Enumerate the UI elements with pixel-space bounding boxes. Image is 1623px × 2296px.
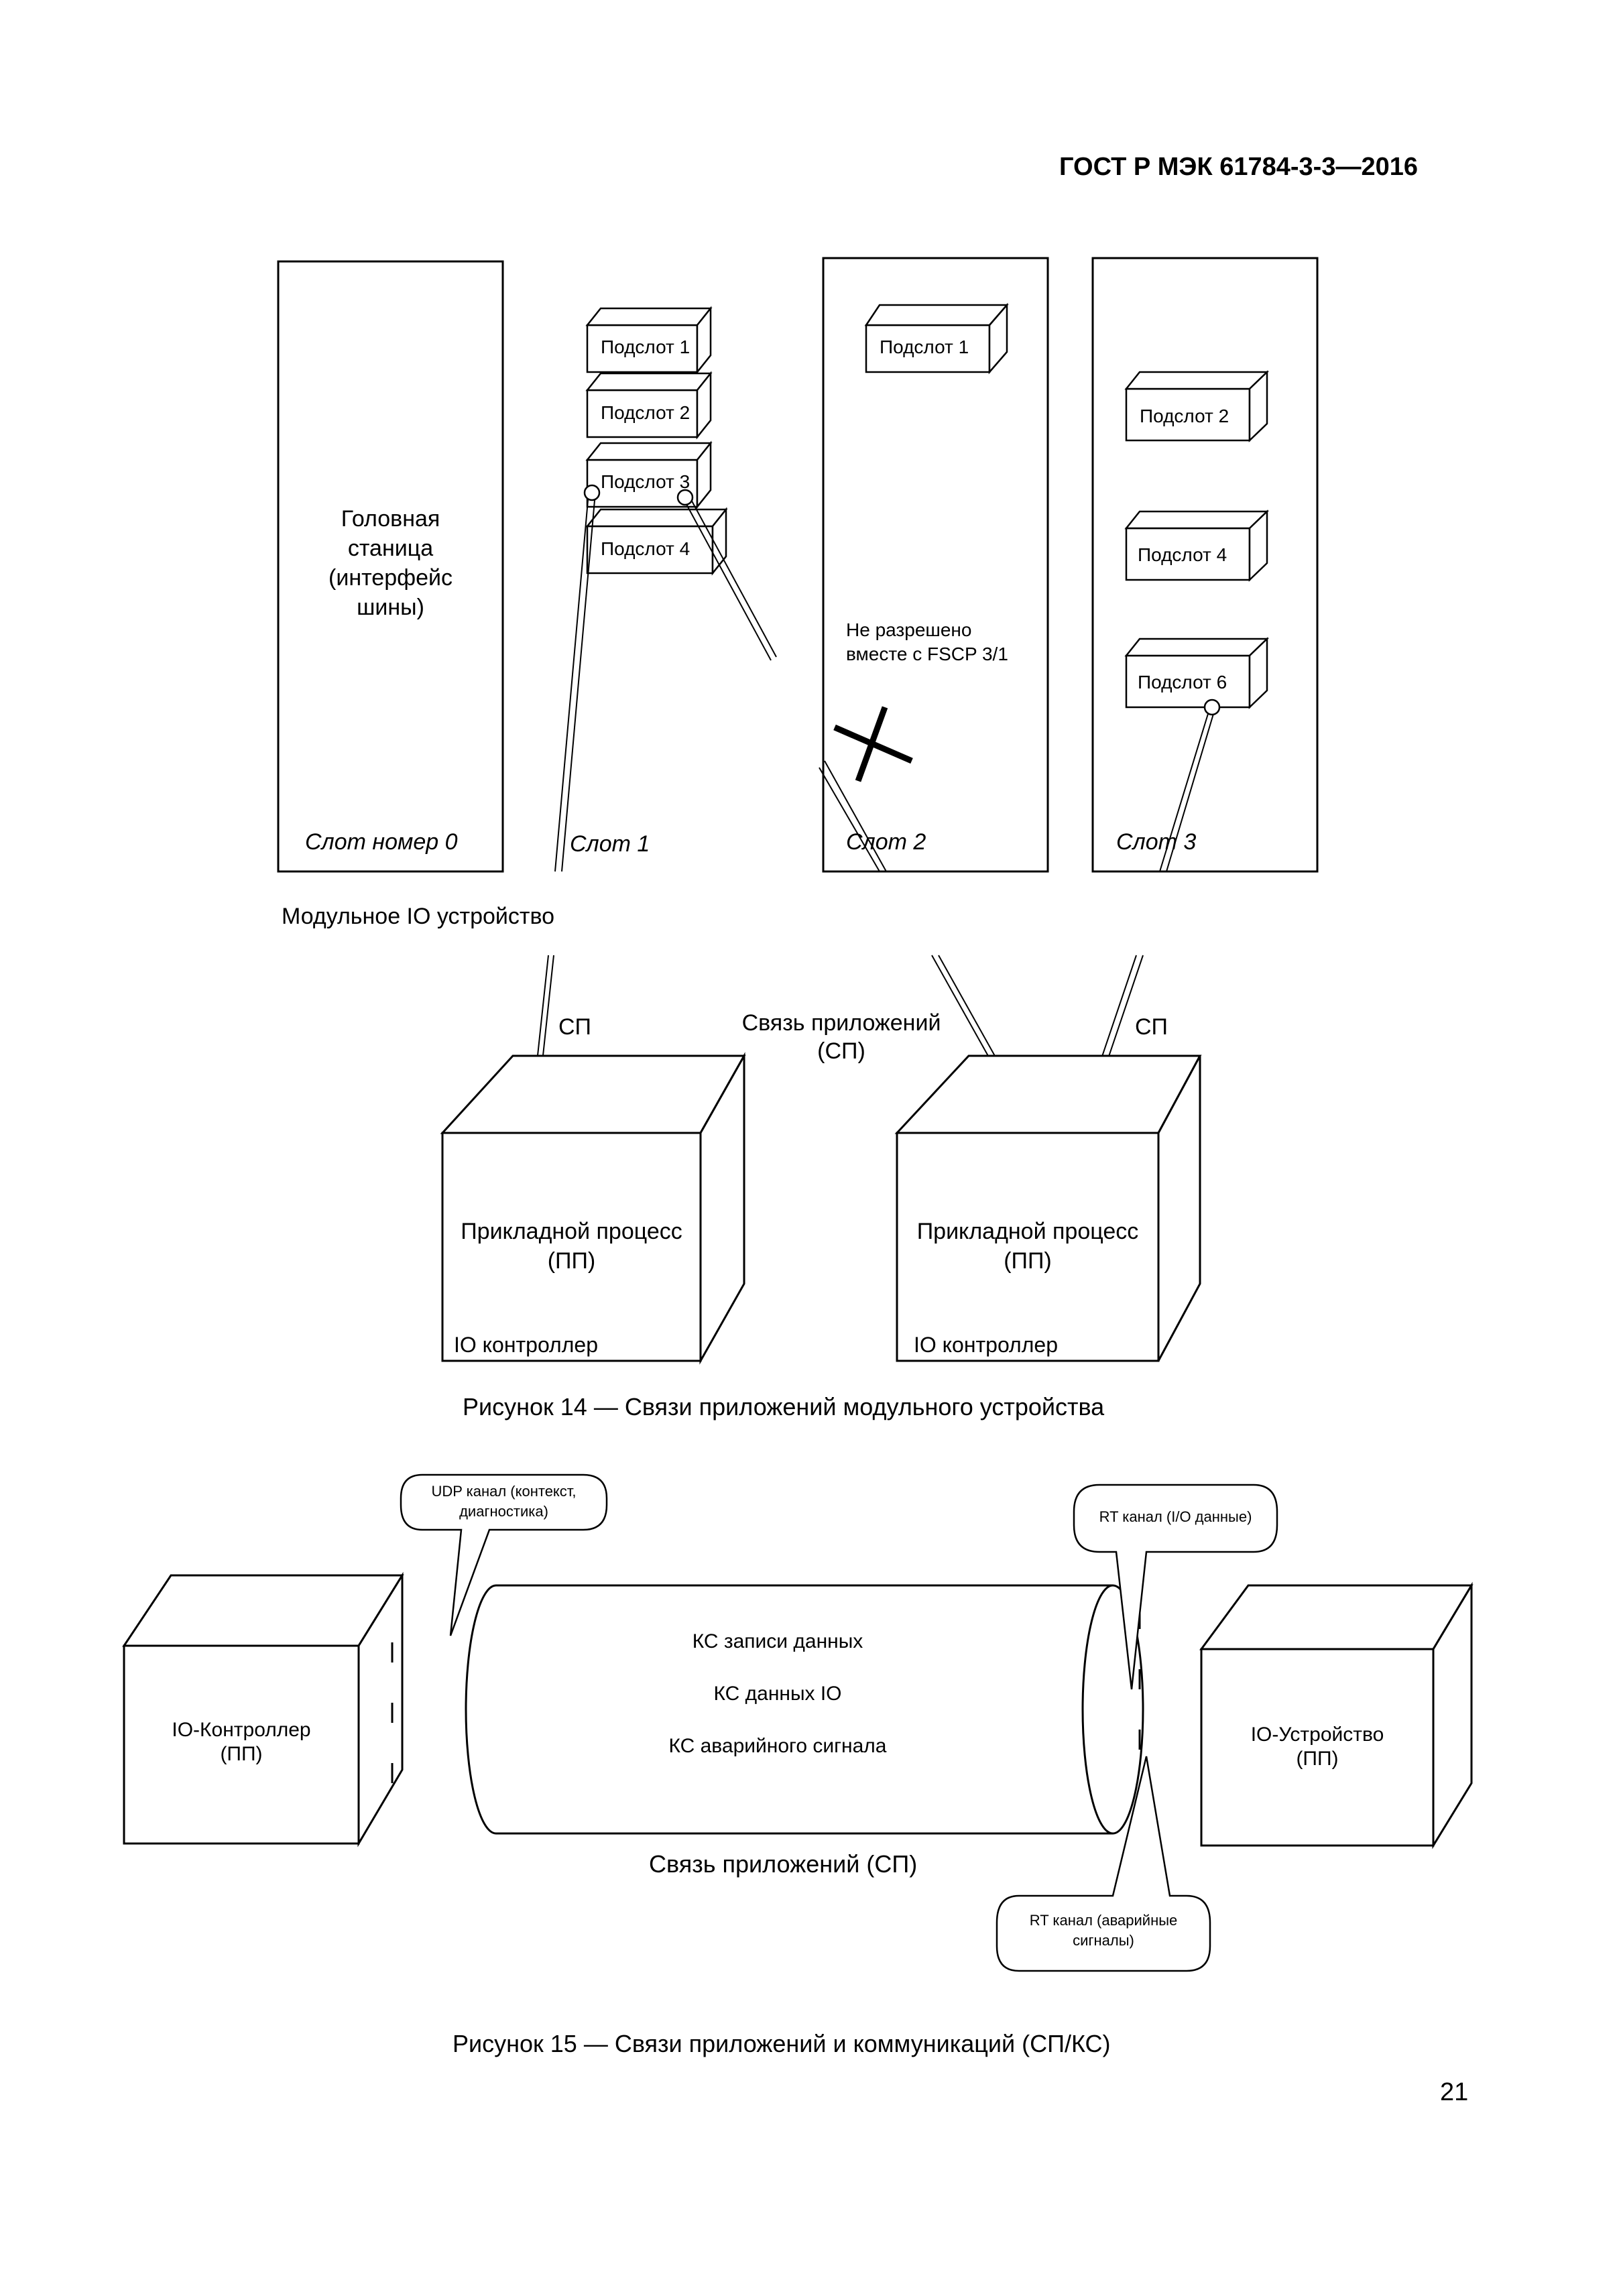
slot-0-panel <box>277 260 504 873</box>
ar-cylinder <box>465 1584 1144 1835</box>
subslot-label: Подслот 2 <box>601 402 690 423</box>
ar-label-right: СП <box>1135 1014 1168 1040</box>
figure-14-caption: Рисунок 14 — Связи приложений модульного… <box>463 1393 1105 1421</box>
figure-14-diagram <box>277 257 1319 1365</box>
slot-2-label: Слот 2 <box>846 829 926 855</box>
io-controller-cube <box>122 1571 404 1848</box>
callout-udp-text: UDP канал (контекст, диагностика) <box>431 1483 577 1520</box>
subslot-label: Подслот 3 <box>601 471 690 492</box>
controller-left-process: Прикладной процесс (ПП) <box>461 1219 682 1274</box>
subslot-label: Подслот 1 <box>880 337 969 357</box>
subslot-label: Подслот 6 <box>1138 672 1227 692</box>
not-allowed-cross-icon <box>833 706 913 782</box>
controller-cubes <box>440 1052 1202 1365</box>
slot-0-label: Слот номер 0 <box>305 829 458 855</box>
subslot-label: Подслот 1 <box>601 337 690 357</box>
subslot-label: Подслот 4 <box>601 538 690 559</box>
cylinder-item-data-record: КС записи данных <box>692 1630 863 1652</box>
page-number: 21 <box>1440 2078 1469 2106</box>
cylinder-item-io-data: КС данных IO <box>713 1683 842 1705</box>
cylinder-ar-label: Связь приложений (СП) <box>649 1850 918 1878</box>
ar-label-left: СП <box>558 1014 591 1040</box>
io-controller-label: IO-Контроллер (ПП) <box>172 1719 311 1765</box>
slot-3-label: Слот 3 <box>1116 829 1197 855</box>
figure-15-caption: Рисунок 15 — Связи приложений и коммуник… <box>453 2030 1111 2057</box>
ar-label-center: Связь приложений (СП) <box>741 1010 941 1064</box>
channel-connectors <box>391 1609 1141 1810</box>
slot-1-label: Слот 1 <box>570 831 650 857</box>
subslot-label: Подслот 2 <box>1140 406 1229 426</box>
slot-2-panel <box>822 257 1049 873</box>
standard-header: ГОСТ Р МЭК 61784-3-3—2016 <box>1059 153 1418 181</box>
not-allowed-note: Не разрешено вместе с FSCP 3/1 <box>846 619 1008 664</box>
controller-left-label: IO контроллер <box>454 1333 598 1357</box>
callout-rt-io-text: RT канал (I/O данные) <box>1099 1508 1252 1525</box>
figure-15-diagram <box>122 1473 1474 1972</box>
callouts <box>400 1473 1278 1972</box>
callout-rt-alarm-text: RT канал (аварийные сигналы) <box>1029 1912 1178 1949</box>
cylinder-item-alarm: КС аварийного сигнала <box>668 1735 887 1757</box>
slot-3-panel <box>1091 257 1319 873</box>
io-device-cube <box>1199 1581 1474 1850</box>
controller-right-process: Прикладной процесс (ПП) <box>916 1219 1139 1274</box>
modular-device-label: Модульное IO устройство <box>282 904 555 929</box>
io-device-label: IO-Устройство (ПП) <box>1250 1724 1384 1770</box>
controller-right-label: IO контроллер <box>914 1333 1058 1357</box>
head-station-label: Головная станица (интерфейс шины) <box>328 506 453 620</box>
subslot-label: Подслот 4 <box>1138 544 1227 565</box>
